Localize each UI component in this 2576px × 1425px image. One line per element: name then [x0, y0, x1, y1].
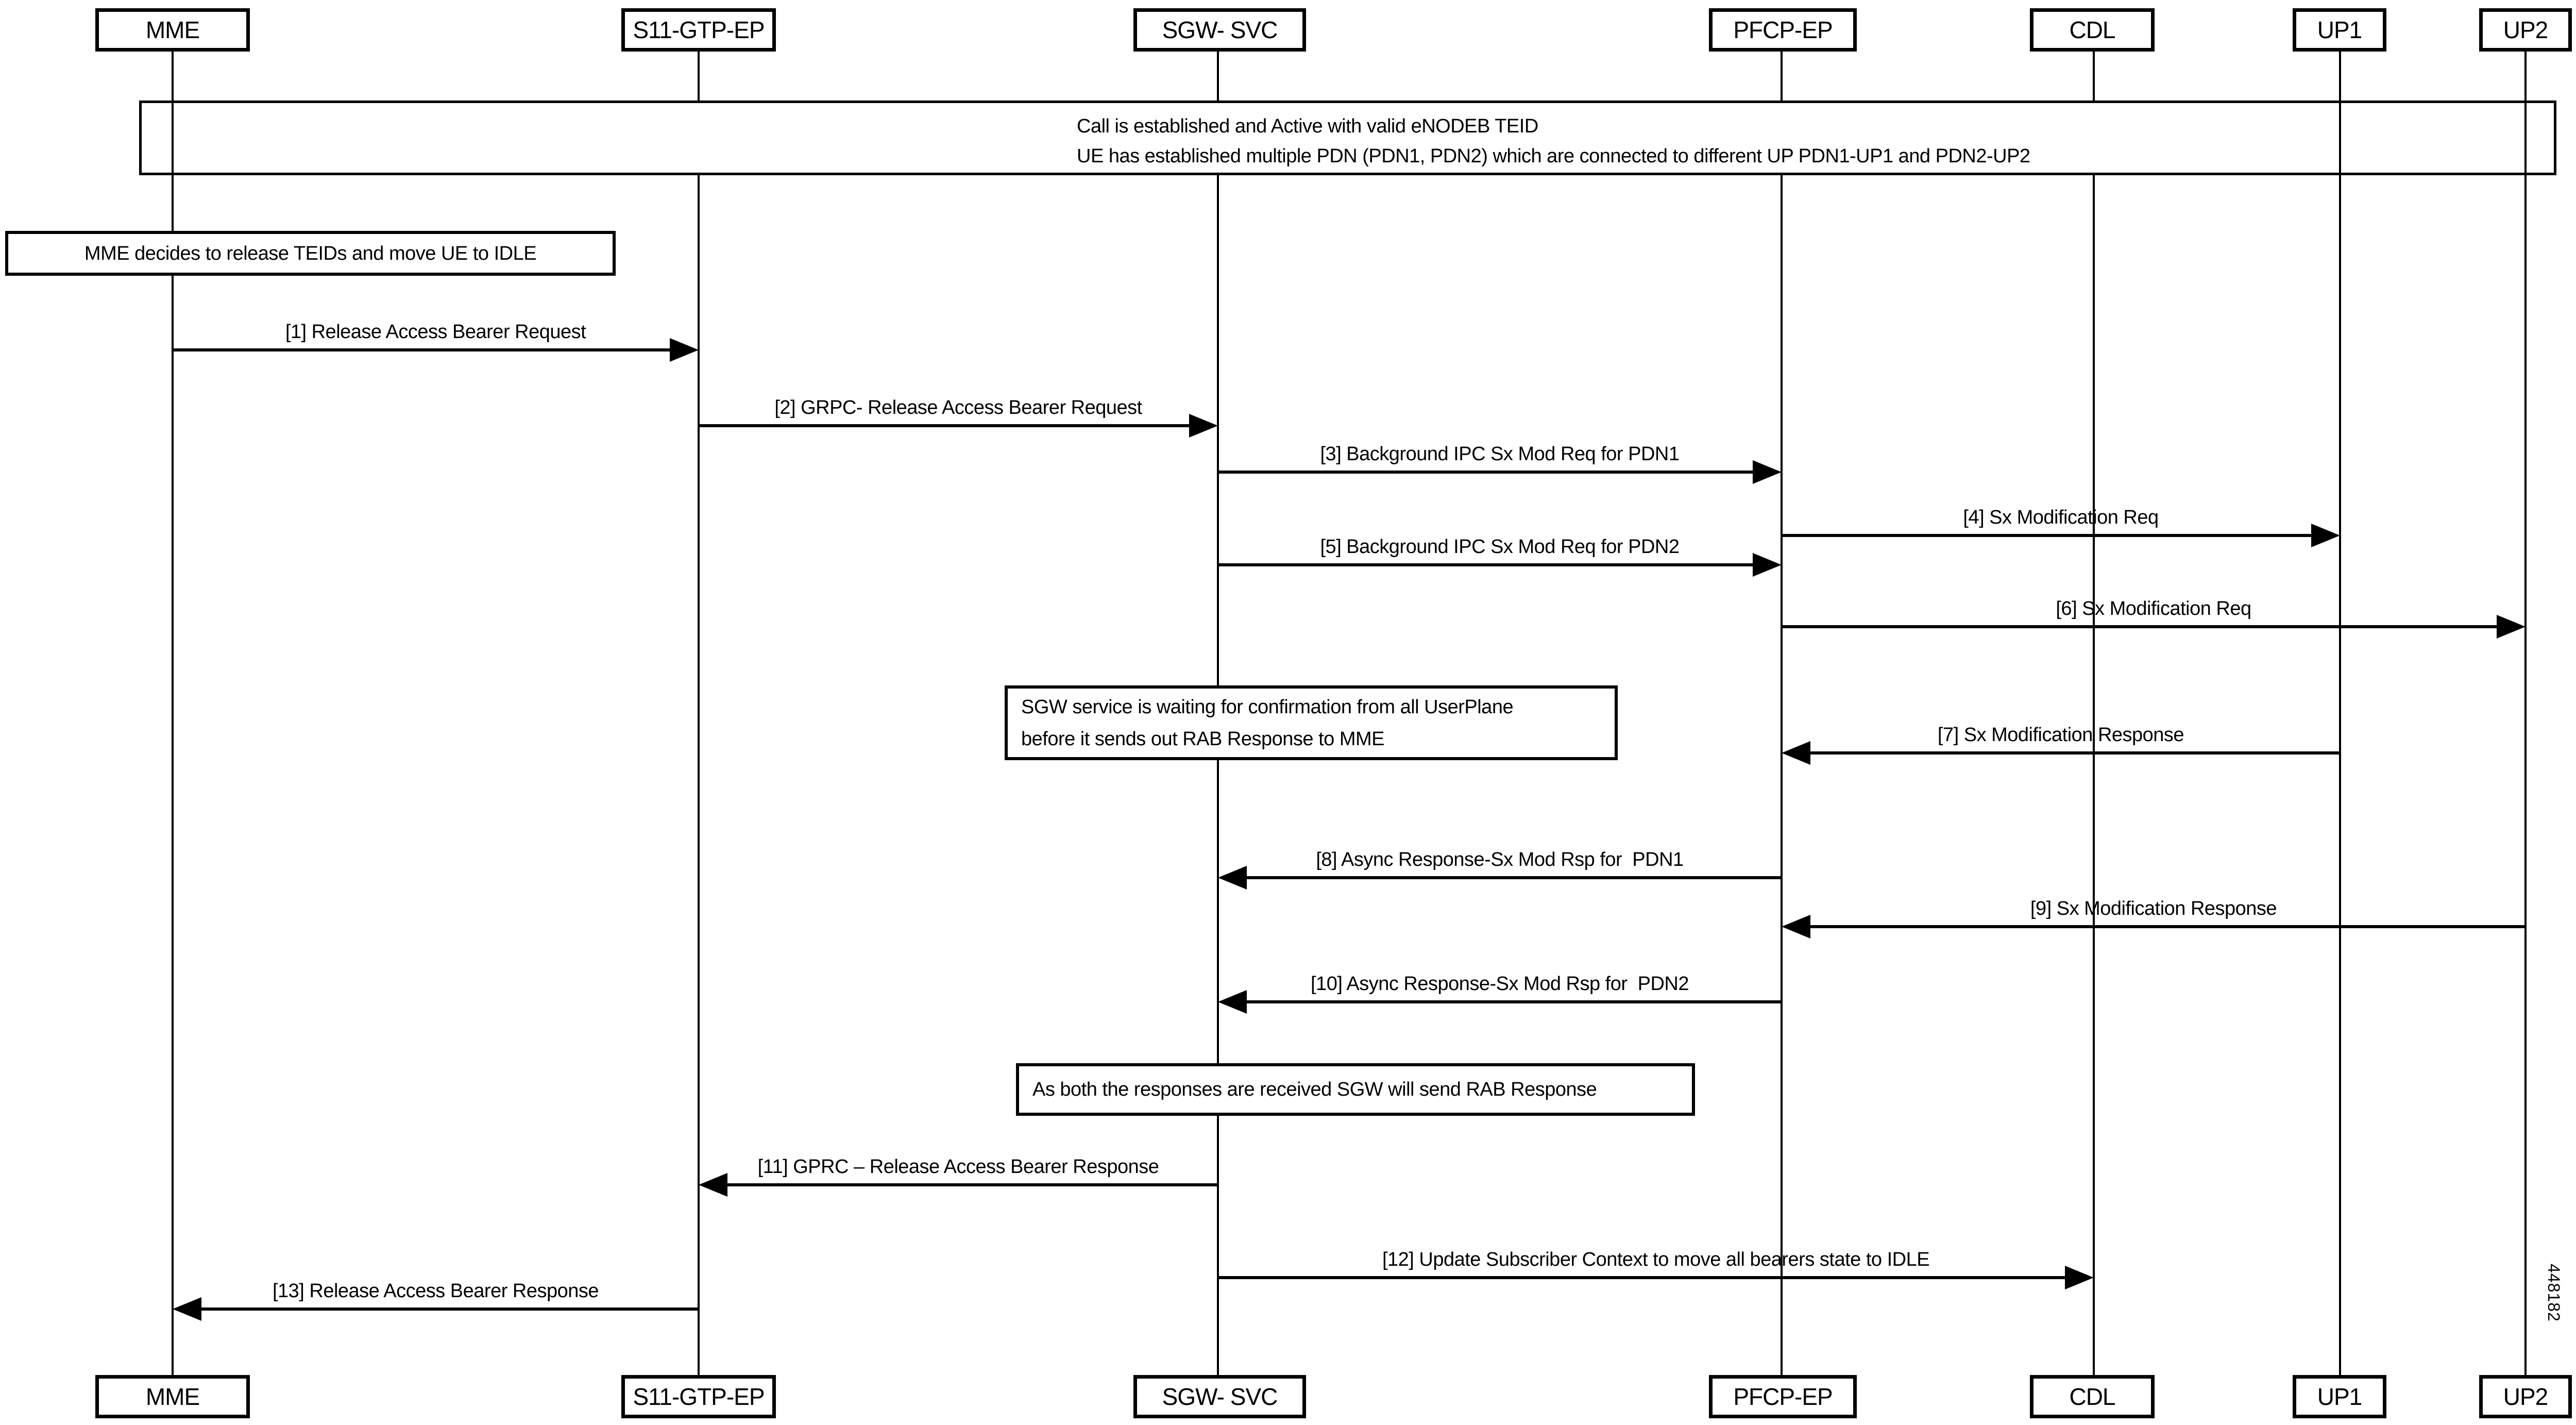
arrowhead-icon [670, 338, 699, 362]
message-label-10: [10] Async Response-Sx Mod Rsp for PDN2 [1311, 973, 1689, 995]
note-box-1: MME decides to release TEIDs and move UE… [5, 231, 616, 276]
actor-bottom-box-up2: UP2 [2479, 1375, 2572, 1418]
message-label-12: [12] Update Subscriber Context to move a… [1382, 1249, 1930, 1270]
actor-bottom-box-pfcp-ep: PFCP-EP [1709, 1375, 1857, 1418]
message-label-5: [5] Background IPC Sx Mod Req for PDN2 [1320, 536, 1680, 558]
message-label-13: [13] Release Access Bearer Response [272, 1280, 599, 1302]
actor-bottom-box-cdl: CDL [2030, 1375, 2155, 1418]
arrowhead-icon [173, 1297, 201, 1321]
arrowhead-icon [1753, 553, 1782, 577]
message-label-1: [1] Release Access Bearer Request [285, 321, 586, 343]
message-label-8: [8] Async Response-Sx Mod Rsp for PDN1 [1316, 849, 1684, 870]
arrowhead-icon [1218, 990, 1247, 1014]
actor-bottom-box-mme: MME [95, 1375, 250, 1418]
note-text: before it sends out RAB Response to MME [1021, 728, 1384, 750]
actor-top-box-up1: UP1 [2293, 8, 2386, 52]
message-arrow-11 [725, 1183, 1218, 1186]
message-arrow-3 [1218, 471, 1755, 474]
message-arrow-13 [199, 1307, 699, 1311]
lifeline-up2 [2524, 52, 2527, 1375]
message-label-4: [4] Sx Modification Req [1963, 507, 2159, 528]
message-label-7: [7] Sx Modification Response [1937, 724, 2184, 746]
note-box-3: As both the responses are received SGW w… [1016, 1063, 1695, 1116]
actor-bottom-box-s11-gtp-ep: S11-GTP-EP [621, 1375, 776, 1418]
arrowhead-icon [1753, 460, 1782, 484]
arrowhead-icon [2311, 524, 2340, 547]
arrowhead-icon [1782, 915, 1810, 938]
precondition-banner-text: Call is established and Active with vali… [1077, 115, 1538, 137]
message-label-2: [2] GRPC- Release Access Bearer Request [774, 397, 1142, 418]
message-arrow-10 [1245, 1000, 1782, 1003]
actor-top-box-pfcp-ep: PFCP-EP [1709, 8, 1857, 52]
message-label-9: [9] Sx Modification Response [2030, 898, 2277, 919]
message-arrow-5 [1218, 563, 1755, 566]
arrowhead-icon [1782, 741, 1810, 765]
arrowhead-icon [2497, 615, 2526, 639]
lifeline-pfcp-ep [1781, 52, 1783, 1375]
note-box-2: SGW service is waiting for confirmation … [1005, 685, 1618, 760]
message-arrow-2 [699, 424, 1191, 427]
actor-top-box-cdl: CDL [2030, 8, 2155, 52]
note-text: MME decides to release TEIDs and move UE… [84, 242, 537, 264]
message-arrow-12 [1218, 1276, 2067, 1279]
actor-bottom-box-sgw-svc: SGW- SVC [1133, 1375, 1306, 1418]
actor-top-box-mme: MME [95, 8, 250, 52]
lifeline-s11-gtp-ep [698, 52, 700, 1375]
note-text: SGW service is waiting for confirmation … [1021, 696, 1514, 718]
message-label-11: [11] GPRC – Release Access Bearer Respon… [757, 1156, 1159, 1178]
lifeline-cdl [2093, 52, 2095, 1375]
actor-top-box-up2: UP2 [2479, 8, 2572, 52]
message-label-6: [6] Sx Modification Req [2056, 598, 2251, 619]
message-arrow-4 [1782, 534, 2313, 537]
message-arrow-9 [1808, 925, 2526, 928]
lifeline-up1 [2339, 52, 2341, 1375]
arrowhead-icon [699, 1173, 727, 1197]
actor-top-box-s11-gtp-ep: S11-GTP-EP [621, 8, 776, 52]
message-label-3: [3] Background IPC Sx Mod Req for PDN1 [1320, 443, 1680, 465]
message-arrow-1 [173, 348, 672, 351]
note-text: As both the responses are received SGW w… [1032, 1079, 1597, 1100]
actor-top-box-sgw-svc: SGW- SVC [1133, 8, 1306, 52]
lifeline-mme [172, 52, 174, 1375]
message-arrow-6 [1782, 625, 2499, 628]
arrowhead-icon [1189, 414, 1218, 438]
precondition-banner: Call is established and Active with vali… [139, 100, 2556, 175]
message-arrow-7 [1808, 751, 2340, 755]
precondition-banner-text: UE has established multiple PDN (PDN1, P… [1077, 145, 2030, 167]
figure-number-label: 448182 [2545, 1264, 2563, 1322]
actor-bottom-box-up1: UP1 [2293, 1375, 2386, 1418]
message-arrow-8 [1245, 876, 1782, 879]
arrowhead-icon [2065, 1266, 2094, 1289]
arrowhead-icon [1218, 866, 1247, 890]
